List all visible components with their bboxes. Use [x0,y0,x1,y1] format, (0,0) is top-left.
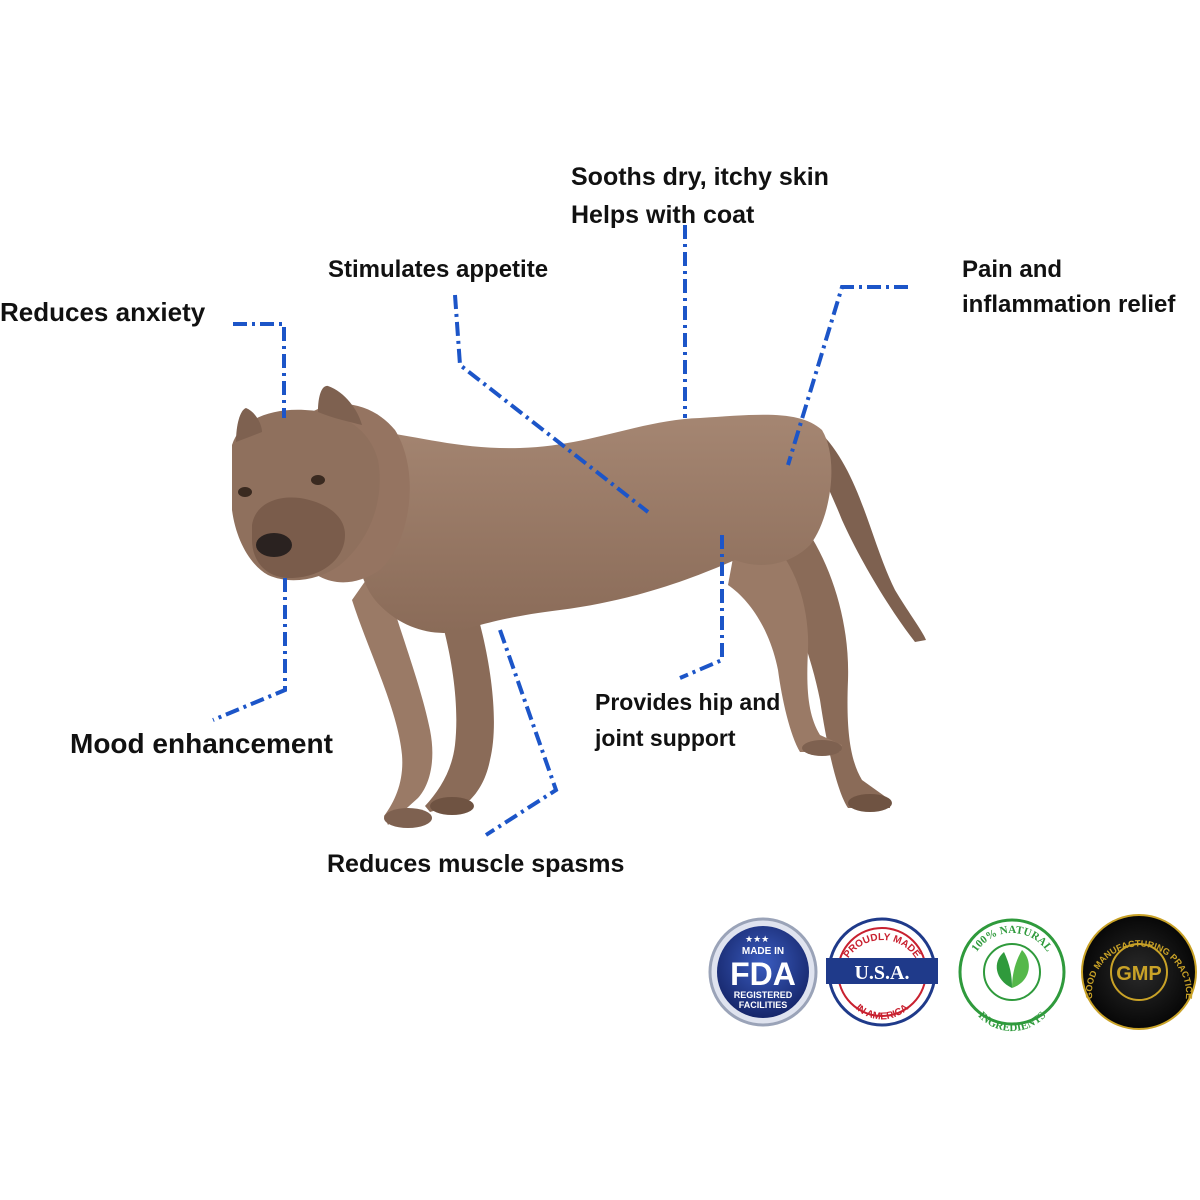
callout-line: Stimulates appetite [328,256,549,283]
fda-badge-bottom1: REGISTERED [734,990,793,1000]
gmp-badge: GOOD MANUFACTURING PRACTICE GMP [1081,914,1197,1030]
dog-paw [848,794,892,812]
dog-illustration [232,385,926,828]
dog-body [349,414,832,633]
dog-front-leg-back [425,590,494,812]
dog-ear-left [236,408,262,442]
callout-mood-enhancement: Mood enhancement [70,724,333,763]
leader-line-pain-relief [786,285,908,466]
leader-line-stimulates-appetite [453,294,650,514]
dog-ear-right [318,385,362,425]
callout-line: Pain and [962,256,1063,283]
callout-line: Helps with coat [571,201,755,229]
callout-line: Reduces muscle spasms [327,850,625,878]
dog-tail [805,430,926,642]
callout-hip-joint: Provides hip and joint support [595,684,780,756]
leader-line-hip-joint [679,535,724,680]
natural-badge: 100% NATURAL INGREDIENTS [958,918,1066,1034]
fda-badge: ★★★ MADE IN FDA REGISTERED FACILITIES [708,917,818,1027]
dog-hind-leg-front [728,520,842,752]
leaf-icon [1012,950,1029,988]
fda-badge-main: FDA [730,956,796,992]
leader-lines [212,225,908,837]
dog-nose [256,533,292,557]
callout-pain-relief: Pain and inflammation relief [962,252,1175,322]
usa-badge: PROUDLY MADE U.S.A. IN AMERICA [826,917,938,1027]
callout-line: Sooths dry, itchy skin [571,163,829,191]
callout-line: Mood enhancement [70,728,333,759]
dog-eye-left [238,487,252,497]
leader-line-reduces-anxiety [233,322,286,418]
leader-line-muscle-spasms [484,629,559,837]
dog-front-leg-front [352,560,433,825]
fda-badge-bottom2: FACILITIES [739,1000,788,1010]
dog-eye-right [311,475,325,485]
gmp-badge-main: GMP [1116,963,1162,985]
callout-line: joint support [595,725,736,751]
svg-text:★★★: ★★★ [745,935,769,945]
dog-paw [384,808,432,828]
callout-skin-coat: Sooths dry, itchy skin Helps with coat [571,158,829,234]
callout-stimulates-appetite: Stimulates appetite [328,253,548,287]
fda-badge-top: MADE IN [742,946,784,957]
callout-line: Provides hip and [595,689,781,715]
dog-paw [430,797,474,815]
leaf-icon [996,952,1012,988]
callout-line: Reduces anxiety [0,297,206,327]
dog-paw [802,740,842,756]
dog-muzzle [252,497,345,578]
callout-muscle-spasms: Reduces muscle spasms [327,847,624,882]
leader-line-mood-enhancement [212,578,287,722]
usa-badge-main: U.S.A. [854,962,909,984]
callout-line: inflammation relief [962,291,1176,318]
callout-reduces-anxiety: Reduces anxiety [0,294,205,330]
